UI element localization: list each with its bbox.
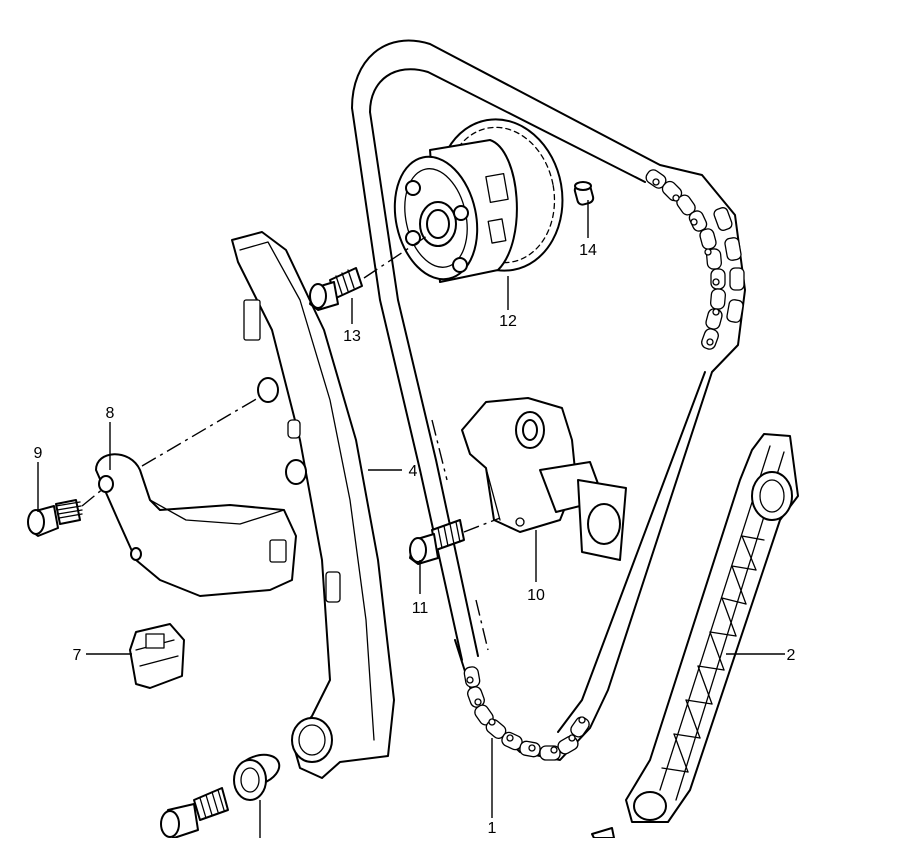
chain-links-upper — [645, 169, 745, 350]
callout-10: 10 — [527, 587, 545, 604]
bolt-lower-left — [160, 787, 229, 839]
callout-9: 9 — [34, 445, 43, 462]
bolt-13 — [309, 267, 363, 311]
callout-7: 7 — [73, 647, 82, 664]
callout-14: 14 — [579, 242, 597, 259]
bolt-lower-right — [591, 827, 615, 839]
chain-guide — [625, 433, 799, 823]
timing-chain — [351, 39, 746, 761]
bolt-11 — [409, 519, 465, 565]
tensioner-bracket — [95, 453, 297, 597]
callout-1: 1 — [488, 820, 497, 837]
callout-leaders — [37, 200, 785, 838]
chain-links-lower — [463, 666, 590, 761]
chain-tensioner-arm — [231, 231, 395, 779]
callout-4: 4 — [409, 463, 418, 480]
callout-12: 12 — [499, 313, 517, 330]
assembly-lines — [81, 233, 501, 533]
callout-13: 13 — [343, 328, 361, 345]
callout-2: 2 — [787, 647, 796, 664]
callout-8: 8 — [106, 405, 115, 422]
chain-tensioner-adjuster — [461, 397, 627, 561]
collar-sleeve — [233, 753, 281, 801]
callout-11: 11 — [412, 600, 429, 617]
clip — [129, 623, 185, 689]
callout-labels: 1 2 4 7 8 9 10 11 12 13 14 — [34, 242, 796, 837]
dowel-pin — [573, 181, 595, 206]
bolt-9 — [27, 499, 83, 537]
cam-sprocket-actuator — [393, 118, 564, 283]
